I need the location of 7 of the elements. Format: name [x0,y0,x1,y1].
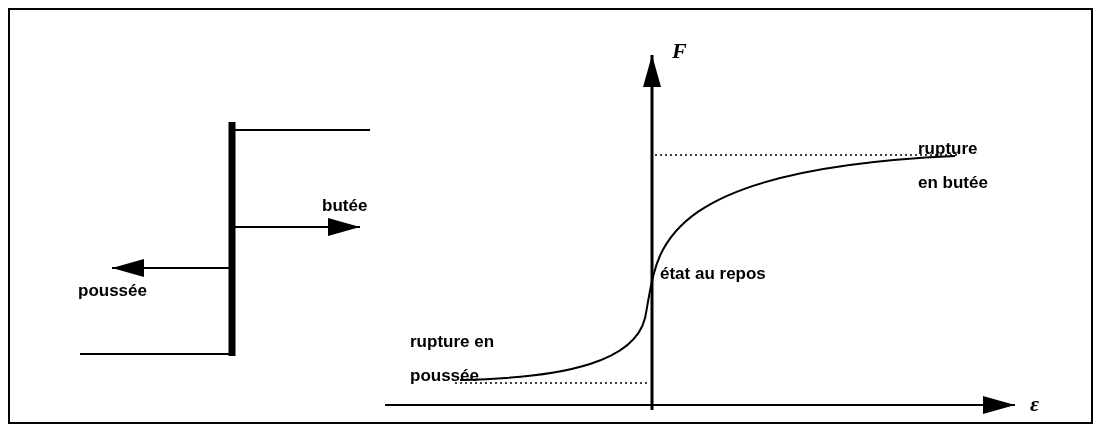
force-label: poussée [78,280,147,302]
axis-label: ε [1030,393,1040,415]
force-label: butée [322,195,368,217]
curve-label: état au repos [660,263,766,285]
curve-label: rupture en poussée [410,331,496,387]
axis-label: F [672,40,687,62]
curve-label: rupture en butée [918,138,989,194]
